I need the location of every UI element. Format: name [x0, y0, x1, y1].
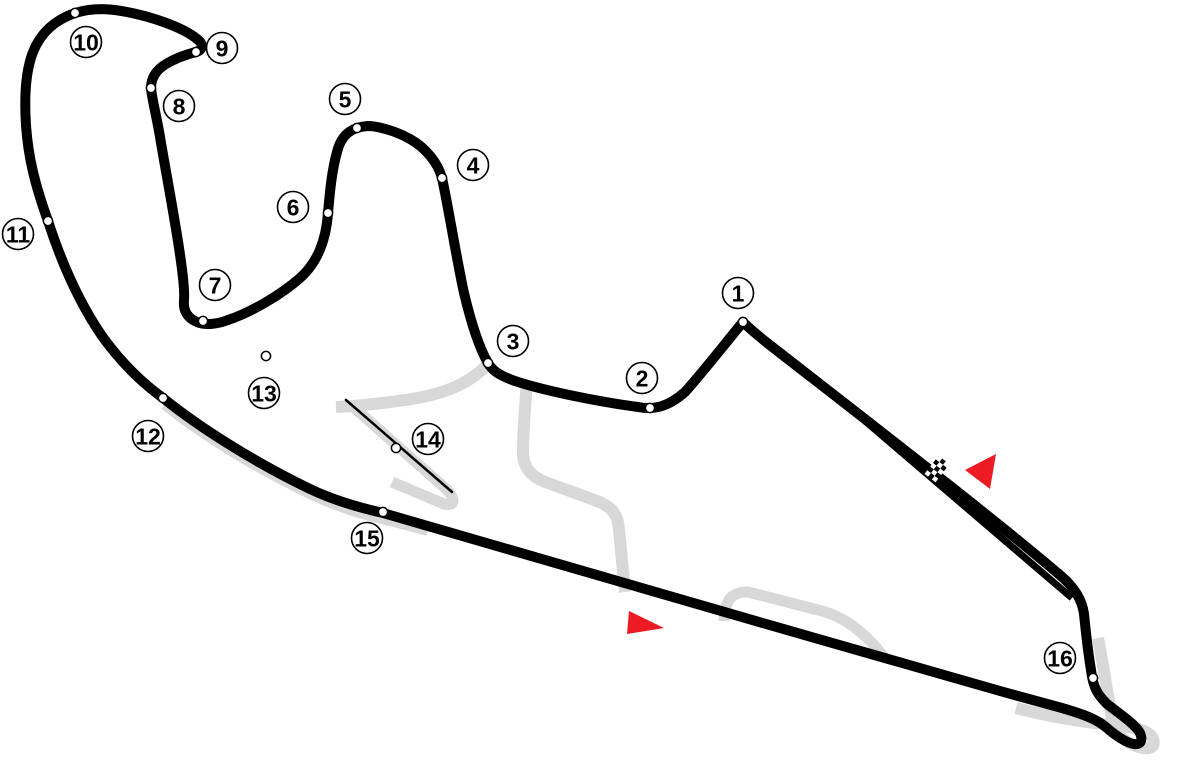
alt-track-chicane-back-straight	[718, 586, 889, 661]
alt-track-segment-3-west	[335, 357, 495, 413]
corner-marker-label-9: 9	[216, 35, 229, 61]
corner-marker-label-5: 5	[339, 86, 352, 112]
corner-dots-layer	[42, 7, 1099, 684]
corner-marker-16	[1043, 641, 1077, 675]
direction-arrow-start-finish	[965, 454, 996, 489]
corner-dot-13	[260, 350, 272, 362]
start-finish-checker-cell	[927, 466, 934, 474]
corner-marker-4	[456, 148, 490, 182]
corner-marker-label-15: 15	[354, 525, 380, 551]
direction-arrow-back-straight	[627, 611, 664, 634]
corner-dot-5	[351, 122, 363, 134]
start-finish-checker-cell	[933, 465, 941, 473]
corner-dot-12	[157, 392, 169, 404]
start-finish-checker-cell	[928, 473, 935, 480]
corner-marker-13	[247, 376, 281, 410]
corner-marker-15	[350, 521, 384, 555]
corner-dot-1	[737, 316, 749, 328]
corner-marker-2	[625, 361, 659, 395]
start-finish-checker-cell	[935, 455, 943, 463]
corner-dot-3	[482, 357, 494, 369]
corner-dot-16	[1087, 672, 1099, 684]
main-track-layer	[20, 4, 1147, 750]
start-finish-checker-cell	[930, 469, 938, 476]
corner-marker-label-12: 12	[135, 423, 161, 449]
start-finish-checker-cell	[934, 472, 942, 479]
pit-lane-strip	[855, 412, 1075, 601]
corner-dot-2	[644, 402, 656, 414]
alt-track-hairpin-14	[346, 399, 459, 511]
corner-marker-label-11: 11	[6, 221, 31, 247]
corner-marker-12	[131, 419, 165, 453]
corner-marker-11	[1, 217, 35, 251]
corner-dot-15	[377, 506, 389, 518]
corner-marker-label-6: 6	[287, 194, 300, 220]
corner-marker-6	[276, 190, 310, 224]
start-finish-checker-cell	[937, 468, 944, 476]
start-finish-checker-cell	[939, 458, 946, 465]
corner-dot-14	[390, 442, 402, 454]
corner-marker-label-4: 4	[467, 152, 480, 178]
corner-marker-9	[205, 31, 239, 65]
corner-dot-4	[436, 172, 448, 184]
corner-marker-3	[496, 324, 530, 358]
start-finish-checker-cell	[932, 459, 940, 466]
corner-marker-1	[721, 276, 755, 310]
corner-marker-8	[162, 89, 196, 123]
corner-dot-6	[322, 207, 334, 219]
corner-marker-label-14: 14	[415, 426, 441, 452]
corner-marker-5	[328, 82, 362, 116]
corner-dot-11	[42, 215, 54, 227]
main-track-outline	[20, 4, 1147, 750]
start-finish-checker-cell	[930, 462, 937, 470]
start-finish-checker-cell	[924, 470, 931, 477]
corner-marker-label-10: 10	[73, 29, 99, 55]
corner-marker-label-3: 3	[507, 328, 520, 354]
start-finish-checker-cell	[940, 464, 947, 472]
start-finish-line	[924, 455, 950, 483]
corner-marker-10	[69, 25, 103, 59]
corner-marker-label-8: 8	[173, 93, 186, 119]
start-finish-checker-cell	[943, 461, 950, 468]
corner-marker-14	[411, 422, 445, 456]
corner-marker-label-1: 1	[732, 280, 745, 306]
corner-marker-label-16: 16	[1047, 645, 1073, 671]
corner-dot-10	[69, 7, 81, 19]
corner-marker-7	[198, 268, 232, 302]
corner-dot-7	[197, 315, 209, 327]
corner-marker-label-7: 7	[209, 272, 222, 298]
corner-dot-9	[190, 46, 202, 58]
corner-dot-8	[145, 82, 157, 94]
corner-marker-label-13: 13	[251, 380, 277, 406]
direction-arrows-layer	[627, 454, 996, 634]
start-finish-checker-cell	[936, 462, 944, 469]
corner-marker-label-2: 2	[636, 365, 649, 391]
alt-track-segment-3-south	[517, 380, 631, 593]
start-finish-checker-cell	[931, 475, 939, 483]
